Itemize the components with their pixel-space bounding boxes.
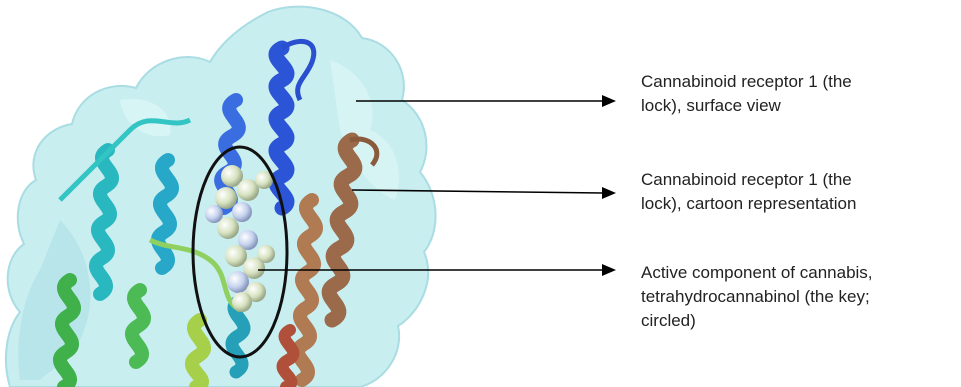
ligand-atom bbox=[227, 271, 249, 293]
ligand-atom bbox=[257, 245, 275, 263]
ligand-atom bbox=[215, 187, 237, 209]
helix-cyan bbox=[158, 160, 172, 268]
ligand-atom bbox=[232, 202, 252, 222]
arrow-surface-head bbox=[602, 95, 616, 107]
helix-green bbox=[60, 280, 74, 387]
ligand-atom bbox=[232, 292, 252, 312]
ligand-atom bbox=[225, 245, 247, 267]
label-surface-view: Cannabinoid receptor 1 (the lock), surfa… bbox=[641, 70, 956, 118]
arrow-ligand-head bbox=[602, 264, 616, 276]
ligand-atom bbox=[205, 205, 223, 223]
label-thc-key: Active component of cannabis, tetrahydro… bbox=[641, 261, 956, 333]
arrow-cartoon-head bbox=[602, 187, 616, 199]
helix-green bbox=[132, 290, 144, 362]
label-cartoon-representation: Cannabinoid receptor 1 (the lock), carto… bbox=[641, 168, 956, 216]
